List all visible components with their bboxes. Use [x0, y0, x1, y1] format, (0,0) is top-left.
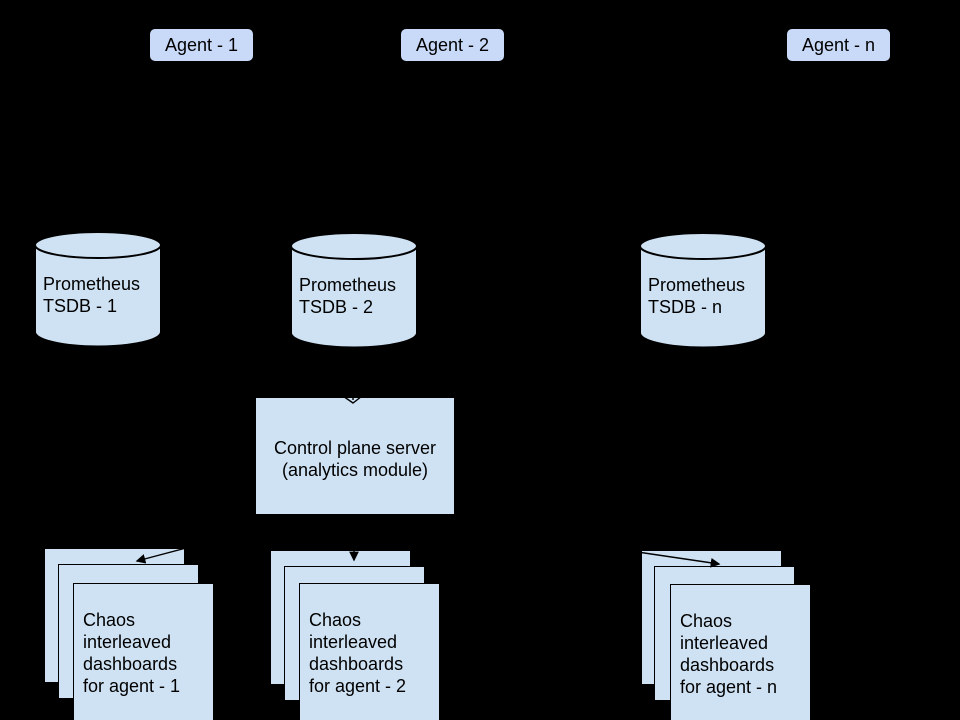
agent-n-label: Agent - n — [801, 34, 876, 55]
prometheus-tsdb-1-cylinder: Prometheus TSDB - 1 — [33, 230, 163, 349]
dashboard-page-front: Chaos interleaved dashboards for agent -… — [73, 583, 214, 720]
dashboard-page-front: Chaos interleaved dashboards for agent -… — [299, 583, 440, 720]
agent-2-label: Agent - 2 — [415, 34, 490, 55]
dashboard-1-label: Chaos interleaved dashboards for agent -… — [83, 610, 181, 696]
dashboard-stack-1: Chaos interleaved dashboards for agent -… — [44, 548, 224, 720]
control-plane-label-line2: (analytics module) — [281, 460, 429, 480]
database-cylinder-icon — [34, 231, 162, 348]
agent-1-label: Agent - 1 — [164, 34, 239, 55]
database-cylinder-icon — [290, 232, 418, 349]
database-cylinder-icon — [639, 232, 767, 349]
tsdb-1-label: Prometheus TSDB - 1 — [43, 274, 141, 316]
tsdb-n-label: Prometheus TSDB - n — [648, 275, 746, 317]
dashboard-page-front: Chaos interleaved dashboards for agent -… — [670, 584, 811, 720]
tsdb-2-label: Prometheus TSDB - 2 — [299, 275, 397, 317]
control-plane-label-line1: Control plane server — [273, 438, 437, 458]
control-plane-server-node: Control plane server (analytics module) — [255, 397, 455, 515]
agent-2-node: Agent - 2 — [400, 28, 505, 62]
dashboard-n-label: Chaos interleaved dashboards for agent -… — [680, 611, 778, 697]
dashboard-stack-n: Chaos interleaved dashboards for agent -… — [641, 550, 821, 720]
prometheus-tsdb-2-cylinder: Prometheus TSDB - 2 — [289, 231, 419, 350]
edge-tsdb2-to-control — [352, 348, 355, 401]
agent-n-node: Agent - n — [786, 28, 891, 62]
dashboard-stack-2: Chaos interleaved dashboards for agent -… — [270, 550, 450, 720]
prometheus-tsdb-n-cylinder: Prometheus TSDB - n — [638, 231, 768, 350]
agent-1-node: Agent - 1 — [149, 28, 254, 62]
dashboard-2-label: Chaos interleaved dashboards for agent -… — [309, 610, 407, 696]
